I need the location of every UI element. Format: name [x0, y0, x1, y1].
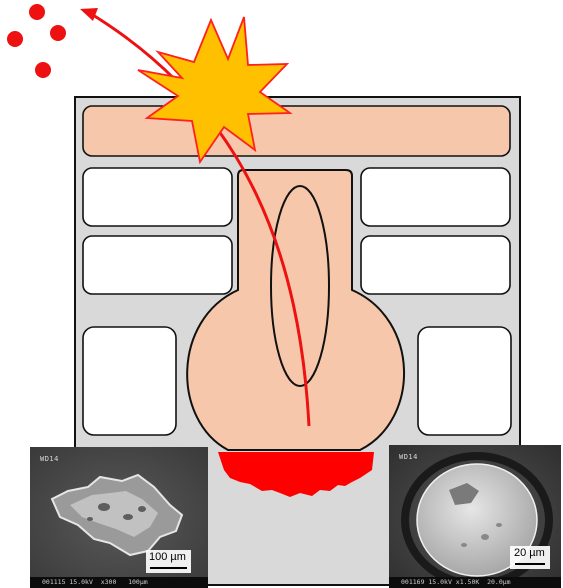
sem-left-footer: 001115 15.0kV x300 100µm: [30, 577, 208, 588]
sem-right-wd-label: WD14: [399, 453, 418, 461]
ejected-droplet: [35, 62, 51, 78]
slot-left-2: [83, 236, 232, 294]
ejected-droplet: [29, 4, 45, 20]
slot-right-3: [418, 327, 511, 435]
slot-left-1: [83, 168, 232, 226]
sem-right-footer: 001169 15.0kV x1.50K 20.0µm: [389, 577, 561, 588]
slot-right-1: [361, 168, 510, 226]
scale-label-left: 100 µm: [149, 551, 186, 563]
ejected-droplet: [50, 25, 66, 41]
slot-left-3: [83, 327, 176, 435]
trajectory-arrowhead: [80, 8, 98, 21]
sem-left-wd-label: WD14: [40, 455, 59, 463]
top-bar: [83, 106, 510, 156]
slot-right-2: [361, 236, 510, 294]
scale-label-right: 20 µm: [514, 547, 545, 559]
ejected-droplet: [7, 31, 23, 47]
sem-image-left: WD14 100 µm 001115 15.0kV x300 100µm: [30, 447, 208, 588]
scale-bar-right: 20 µm: [510, 546, 550, 569]
scale-bar-left: 100 µm: [146, 550, 191, 573]
sem-image-right: WD14 20 µm 001169 15.0kV x1.50K 20.0µm: [389, 445, 561, 588]
